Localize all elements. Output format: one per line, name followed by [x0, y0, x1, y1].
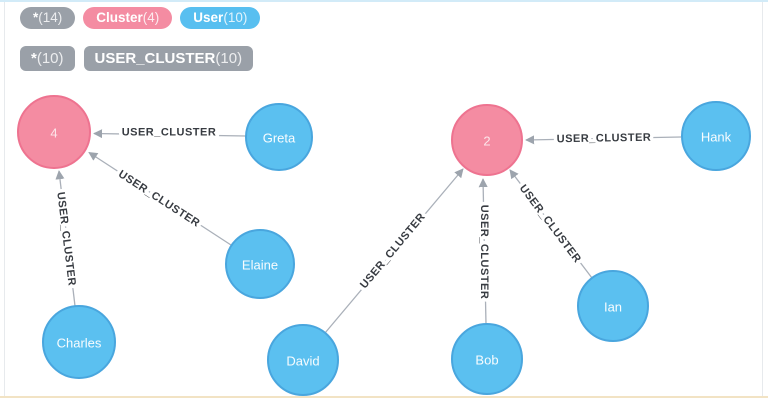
- node-user-elaine: Elaine: [225, 229, 295, 299]
- relationship-line[interactable]: [324, 168, 464, 334]
- relationship-line[interactable]: [509, 169, 593, 279]
- pill-cluster-label[interactable]: Cluster(4): [83, 7, 173, 29]
- relationship-label: USER_CLUSTER: [54, 191, 77, 286]
- pill-all-relationships[interactable]: *(10): [20, 46, 75, 71]
- pill-label: *: [33, 10, 39, 25]
- relationship-line[interactable]: [478, 178, 488, 325]
- relationship-line[interactable]: [93, 129, 247, 139]
- relationship-label: USER_CLUSTER: [116, 168, 202, 230]
- user-node-circle[interactable]: [267, 324, 339, 396]
- pill-count: (10): [36, 50, 64, 67]
- user-node-circle[interactable]: [577, 270, 649, 342]
- node-user-hank: Hank: [681, 101, 751, 171]
- user-node-circle[interactable]: [225, 229, 295, 299]
- pill-count: (14): [38, 10, 63, 25]
- canvas-bottom-border: [0, 396, 768, 398]
- pill-user-label[interactable]: User(10): [180, 7, 261, 29]
- relationship-label: USER_CLUSTER: [478, 205, 490, 300]
- relationship-ian-cluster2: USER_CLUSTER: [509, 169, 593, 279]
- node-cluster-4: 4: [17, 95, 91, 169]
- legend: *(14) Cluster(4) User(10) *(10) USER_CLU…: [20, 7, 261, 71]
- node-caption: 2: [483, 134, 490, 149]
- pill-all-nodes[interactable]: *(14): [20, 7, 76, 29]
- pill-label: User: [193, 10, 224, 25]
- pill-count: (10): [223, 10, 248, 25]
- canvas-left-border: [4, 2, 5, 396]
- node-cluster-2: 2: [451, 104, 523, 176]
- node-caption: Hank: [701, 130, 732, 145]
- node-user-ian: Ian: [577, 270, 649, 342]
- pill-user-cluster-relationship[interactable]: USER_CLUSTER(10): [83, 46, 254, 71]
- relationship-david-cluster2: USER_CLUSTER: [324, 168, 464, 334]
- relationship-label: USER_CLUSTER: [122, 127, 217, 139]
- relationship-line[interactable]: [525, 135, 682, 145]
- relationship-label: USER_CLUSTER: [517, 183, 584, 266]
- cluster-node-circle[interactable]: [17, 95, 91, 169]
- node-user-bob: Bob: [451, 323, 523, 395]
- pill-label: USER_CLUSTER: [94, 50, 216, 67]
- relationship-elaine-cluster4: USER_CLUSTER: [88, 151, 232, 246]
- relationship-line[interactable]: [88, 151, 232, 246]
- pill-count: (4): [142, 10, 160, 25]
- relationship-charles-cluster4: USER_CLUSTER: [51, 170, 81, 307]
- canvas-right-border: [762, 2, 763, 396]
- pill-label: Cluster: [96, 10, 143, 25]
- node-caption: 4: [50, 126, 57, 141]
- pill-label: *: [31, 50, 37, 67]
- node-caption: David: [286, 354, 319, 369]
- pill-count: (10): [215, 50, 243, 67]
- canvas-top-border: [0, 0, 768, 2]
- node-user-charles: Charles: [42, 305, 116, 379]
- relationship-type-pills: *(10) USER_CLUSTER(10): [20, 46, 260, 71]
- node-user-greta: Greta: [245, 103, 313, 171]
- node-label-pills: *(14) Cluster(4) User(10): [20, 7, 261, 29]
- node-caption: Elaine: [242, 258, 278, 273]
- node-caption: Greta: [263, 131, 296, 146]
- node-user-david: David: [267, 324, 339, 396]
- relationship-label: USER_CLUSTER: [557, 132, 652, 146]
- relationship-label: USER_CLUSTER: [358, 211, 428, 291]
- user-node-circle[interactable]: [451, 323, 523, 395]
- relationship-hank-cluster2: USER_CLUSTER: [525, 128, 682, 149]
- node-caption: Charles: [57, 336, 102, 351]
- relationship-line[interactable]: [55, 170, 76, 307]
- node-caption: Ian: [604, 300, 622, 315]
- user-node-circle[interactable]: [42, 305, 116, 379]
- node-caption: Bob: [475, 353, 498, 368]
- nodes: 4 2 Greta Hank Elaine Charles: [17, 95, 751, 396]
- cluster-node-circle[interactable]: [451, 104, 523, 176]
- relationship-greta-cluster4: USER_CLUSTER: [93, 123, 247, 142]
- relationship-bob-cluster2: USER_CLUSTER: [475, 178, 494, 325]
- user-node-circle[interactable]: [245, 103, 313, 171]
- user-node-circle[interactable]: [681, 101, 751, 171]
